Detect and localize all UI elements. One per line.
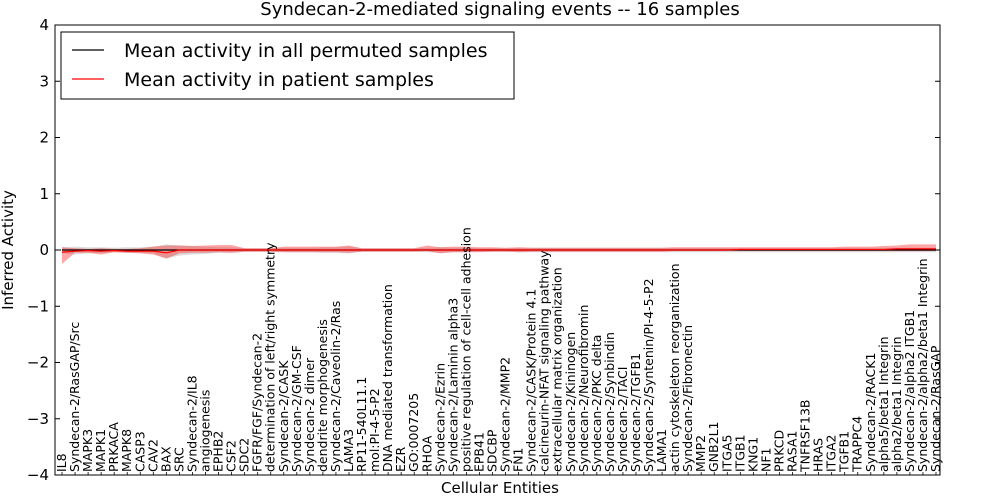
x-tick-label: extracellular matrix organization bbox=[550, 267, 565, 472]
x-tick-label: TGFB1 bbox=[837, 431, 852, 473]
x-tick-label: actin cytoskeleton reorganization bbox=[667, 263, 682, 472]
x-tick-label: MAPK8 bbox=[119, 429, 134, 472]
x-tick-label: alpha5/beta1 Integrin bbox=[876, 336, 891, 472]
y-tick-label: 3 bbox=[39, 72, 49, 90]
line-series-1 bbox=[61, 248, 936, 254]
x-tick-label: EZR bbox=[393, 447, 408, 472]
x-tick-label: GO:0007205 bbox=[406, 393, 421, 472]
y-axis-label: Inferred Activity bbox=[0, 190, 17, 310]
y-tick-label: 0 bbox=[39, 241, 49, 259]
chart-title: Syndecan-2-mediated signaling events -- … bbox=[260, 0, 739, 20]
x-tick-label: SDCBP bbox=[484, 429, 499, 472]
x-tick-label: KNG1 bbox=[745, 437, 760, 472]
x-tick-label: Syndecan-2/IL8 bbox=[184, 375, 199, 472]
x-tick-label: ITGA5 bbox=[719, 434, 734, 472]
x-tick-label: Syndecan-2/RasGAP bbox=[928, 345, 943, 472]
legend: Mean activity in all permuted samples Me… bbox=[60, 31, 515, 100]
band-series-0 bbox=[62, 244, 936, 259]
x-tick-label: Syndecan-2/Kininogen bbox=[563, 332, 578, 472]
x-tick-label: MAPK1 bbox=[93, 429, 108, 472]
x-tick-label: ITGA2 bbox=[824, 434, 839, 472]
x-tick-label: MAPK3 bbox=[80, 429, 95, 472]
x-tick-label: BAX bbox=[158, 446, 173, 472]
x-tick-label: Syndecan-2/Laminin alpha3 bbox=[445, 298, 460, 472]
x-tick-label: Syndecan-2/Fibronectin bbox=[680, 325, 695, 472]
x-tick-label: positive regulation of cell-cell adhesio… bbox=[458, 227, 473, 472]
x-tick-label: PRKCD bbox=[771, 430, 786, 472]
x-tick-label: FN1 bbox=[511, 448, 526, 473]
x-tick-label: GNB2L1 bbox=[706, 422, 721, 472]
x-tick-label: PRKACA bbox=[106, 422, 121, 472]
y-tick-label: 2 bbox=[39, 129, 49, 147]
x-tick-label: ITGB1 bbox=[732, 434, 747, 472]
x-tick-label: Syndecan-2/Syntenin/PI-4-5-P2 bbox=[641, 278, 656, 472]
x-tick-label: Syndecan-2/RACK1 bbox=[863, 353, 878, 472]
x-tick-label: Syndecan-2/alpha2/beta1 Integrin bbox=[915, 258, 930, 472]
y-tick-label: −4 bbox=[27, 466, 49, 484]
x-tick-label: TNFRSF13B bbox=[798, 400, 813, 473]
y-tick-label: −2 bbox=[27, 354, 49, 372]
x-tick-label: EPHB2 bbox=[211, 431, 226, 472]
x-tick-label: Syndecan-2/CASK/Protein 4.1 bbox=[524, 289, 539, 472]
x-tick-label: DNA mediated transformation bbox=[380, 284, 395, 472]
x-axis-label: Cellular Entities bbox=[441, 479, 559, 497]
x-tick-label: Syndecan-2/alpha2 ITGB1 bbox=[902, 310, 917, 472]
x-tick-label: LAMA1 bbox=[654, 429, 669, 472]
x-tick-label: Syndecan-2 dimer bbox=[302, 357, 317, 472]
x-tick-label: MMP2 bbox=[693, 435, 708, 472]
x-tick-label: NF1 bbox=[758, 448, 773, 473]
legend-box bbox=[60, 31, 515, 100]
x-tick-label: TRAPPC4 bbox=[850, 416, 865, 473]
x-tick-label: SRC bbox=[171, 447, 186, 472]
band-series-1 bbox=[62, 244, 936, 265]
y-tick-label: −3 bbox=[27, 410, 49, 428]
x-tick-label: Syndecan-2/TACI bbox=[615, 367, 630, 472]
x-tick-label: determination of left/right symmetry bbox=[263, 242, 278, 472]
x-tick-label: CSF2 bbox=[224, 440, 239, 472]
x-tick-label: LAMA3 bbox=[341, 429, 356, 472]
x-tick-label: SDC2 bbox=[237, 438, 252, 472]
x-tick-label: Syndecan-2/Synbindin bbox=[602, 332, 617, 472]
x-tick-label: IL8 bbox=[54, 453, 69, 472]
x-tick-label: FGFR/FGF/Syndecan-2 bbox=[250, 333, 265, 472]
x-tick-label: RHOA bbox=[419, 435, 434, 472]
x-tick-label: Syndecan-2/TGFB1 bbox=[628, 353, 643, 472]
x-tick-label: CASP3 bbox=[132, 431, 147, 472]
x-tick-label: Syndecan-2/CASK bbox=[276, 360, 291, 472]
x-tick-label: Syndecan-2/PKC delta bbox=[589, 335, 604, 472]
x-tick-label: Syndecan-2/MMP2 bbox=[498, 357, 513, 472]
x-tick-label: RASA1 bbox=[785, 431, 800, 472]
x-tick-label: angiogenesis bbox=[197, 390, 212, 472]
x-tick-label: dendrite morphogenesis bbox=[315, 319, 330, 472]
x-tick-label: calcineurin-NFAT signaling pathway bbox=[537, 250, 552, 472]
y-tick-label: 4 bbox=[39, 16, 49, 34]
x-tick-label: EPB41 bbox=[471, 432, 486, 472]
x-tick-label: mol:PI-4-5-P2 bbox=[367, 388, 382, 472]
x-tick-label: RP11-540L11.1 bbox=[354, 377, 369, 472]
x-tick-label: Syndecan-2/Ezrin bbox=[432, 363, 447, 472]
x-tick-label: CAV2 bbox=[145, 439, 160, 472]
legend-label-permuted: Mean activity in all permuted samples bbox=[124, 40, 487, 62]
legend-label-patient: Mean activity in patient samples bbox=[124, 69, 434, 91]
y-tick-label: 1 bbox=[39, 185, 49, 203]
x-tick-label: HRAS bbox=[811, 438, 826, 472]
x-tick-label: Syndecan-2/Neurofibromin bbox=[576, 305, 591, 472]
x-tick-label: alpha2/beta1 Integrin bbox=[889, 336, 904, 472]
x-tick-label: Syndecan-2/Caveolin-2/Ras bbox=[328, 301, 343, 472]
x-tick-label: Syndecan-2/RasGAP/Src bbox=[67, 322, 82, 472]
y-tick-label: −1 bbox=[27, 297, 49, 315]
x-tick-label: Syndecan-2/GM-CSF bbox=[289, 345, 304, 472]
